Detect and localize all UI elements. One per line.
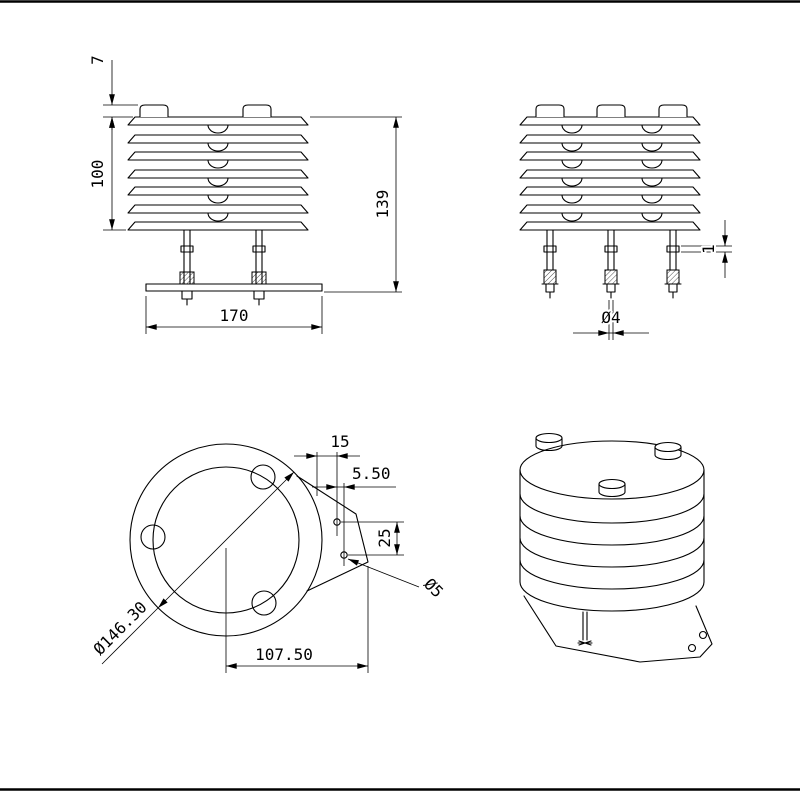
perspective-louver-body: [519, 440, 705, 612]
front-louver-stack: [127, 104, 309, 231]
front-legs: [179, 229, 267, 306]
dim-label-mount-hole-diameter: Ø5: [420, 574, 447, 601]
dim-label-overall-height: 139: [373, 190, 392, 219]
dim-label-hole-offset: 15: [330, 432, 349, 451]
dim-label-cap-height: 7: [88, 55, 107, 65]
dimension-mount-hole-diameter: Ø5: [347, 558, 449, 603]
dimension-overall-height: 139: [310, 116, 402, 293]
plan-bracket: [296, 475, 369, 592]
front-view: 7 100 139 170: [86, 53, 402, 334]
cap-top-left: [535, 432, 563, 444]
side-legs: [541, 229, 682, 299]
side-cap-left: [535, 104, 565, 117]
dimension-hole-offset-minor: 5.50: [312, 462, 396, 566]
perspective-bolt: [577, 611, 593, 646]
perspective-view: [519, 432, 713, 663]
perspective-bracket-hole-1: [687, 643, 697, 653]
dim-label-bracket-reach: 107.50: [255, 645, 313, 664]
dimension-rod-diameter: Ø4: [573, 300, 649, 340]
dim-label-shield-diameter: Ø146.30: [90, 598, 151, 659]
perspective-bracket-hole-2: [698, 630, 708, 640]
dimension-stack-height: 100: [86, 117, 126, 231]
dim-label-stack-height: 100: [88, 160, 107, 189]
dimension-base-width: 170: [145, 296, 323, 334]
dimension-cap-height: 7: [86, 53, 138, 130]
dim-label-washer-thickness: 1: [699, 244, 718, 254]
dim-label-rod-diameter: Ø4: [601, 308, 620, 327]
front-cap-left: [139, 104, 169, 117]
side-louver-stack: [519, 104, 701, 231]
dimension-shield-diameter: Ø146.30: [88, 471, 295, 665]
cap-top-front: [598, 478, 626, 490]
perspective-bracket: [523, 595, 713, 663]
dimension-bracket-reach: 107.50: [225, 548, 369, 673]
dim-label-hole-spacing: 25: [375, 528, 394, 547]
dimension-washer-thickness: 1: [681, 220, 732, 278]
side-cap-right: [658, 104, 688, 117]
front-cap-right: [242, 104, 272, 117]
dimension-hole-spacing: 25: [341, 521, 404, 556]
plan-view: 15 5.50 25 Ø5 Ø146.30 10: [88, 430, 449, 673]
dim-label-hole-offset-minor: 5.50: [352, 464, 391, 483]
dim-label-base-width: 170: [220, 306, 249, 325]
perspective-caps: [535, 432, 682, 498]
dimension-hole-offset: 15: [294, 430, 360, 536]
front-base-plate: [145, 283, 323, 292]
cap-top-right: [654, 441, 682, 453]
plan-hole-bottom: [251, 590, 277, 616]
side-view: 1 Ø4: [519, 104, 732, 340]
side-cap-middle: [596, 104, 626, 117]
